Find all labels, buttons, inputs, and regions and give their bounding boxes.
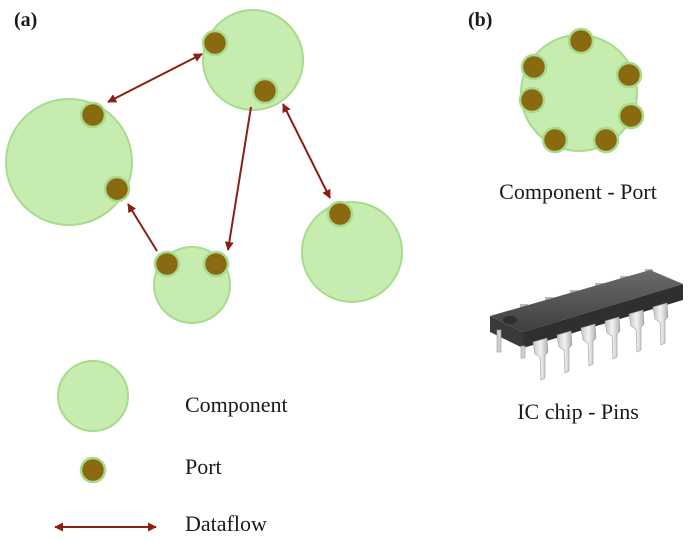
port: [251, 77, 279, 105]
legend-component-swatch: [57, 360, 129, 432]
component-right: [301, 201, 403, 303]
ic-chip-front-pins: [532, 302, 669, 381]
panel-a-network: [5, 9, 403, 324]
caption-component-port: Component - Port: [499, 179, 657, 204]
component-left: [5, 98, 133, 226]
port: [567, 27, 595, 55]
port: [520, 53, 548, 81]
dataflow-arrow: [224, 106, 252, 251]
port: [103, 175, 131, 203]
caption-ic-chip: IC chip - Pins: [517, 399, 639, 424]
component-top: [202, 9, 304, 111]
ic-chip-side: [490, 316, 523, 348]
ic-chip-rear-legs: [496, 329, 526, 359]
legend: Component Port Dataflow: [54, 360, 288, 536]
ic-chip-notch: [503, 316, 517, 324]
panel-b-component: Component - Port: [499, 27, 657, 204]
port: [201, 29, 229, 57]
port: [202, 250, 230, 278]
ic-chip-top: [490, 270, 683, 332]
panel-b-label: (b): [468, 9, 492, 31]
dataflow-arrow: [282, 103, 331, 199]
dataflow-arrow: [127, 203, 158, 252]
ic-chip-front: [523, 284, 683, 348]
port: [592, 126, 620, 154]
port: [615, 61, 643, 89]
port: [153, 250, 181, 278]
port: [326, 200, 354, 228]
port: [541, 126, 569, 154]
legend-dataflow-label: Dataflow: [185, 511, 267, 536]
ic-chip-illustration: IC chip - Pins: [490, 269, 683, 424]
port: [518, 86, 546, 114]
legend-port-label: Port: [185, 454, 222, 479]
port: [617, 102, 645, 130]
legend-port-swatch: [79, 456, 107, 484]
dataflow-arrow: [107, 53, 203, 103]
panel-a-label: (a): [14, 9, 37, 31]
port: [79, 101, 107, 129]
legend-component-label: Component: [185, 392, 288, 417]
